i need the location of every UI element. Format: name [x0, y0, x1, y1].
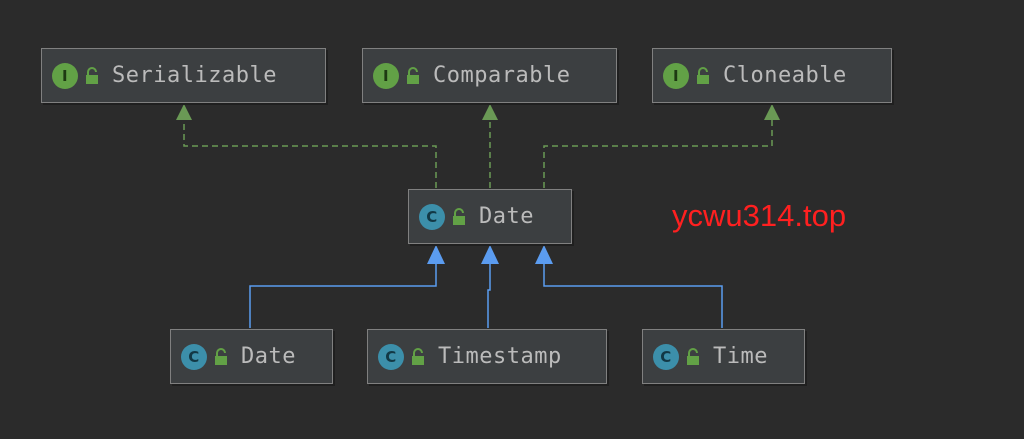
- unlock-icon: [410, 347, 426, 366]
- node-comparable[interactable]: I Comparable: [362, 48, 617, 103]
- node-label: Date: [479, 204, 534, 229]
- edge-timestamp-extends-date: [487, 262, 491, 328]
- unlock-icon: [405, 66, 421, 85]
- class-icon: C: [378, 343, 404, 370]
- edge-date-implements-serializable: [183, 118, 437, 188]
- interface-icon: I: [663, 62, 689, 89]
- arrowhead-cloneable: [764, 104, 780, 120]
- interface-icon: I: [373, 62, 399, 89]
- node-label: Time: [713, 344, 768, 369]
- unlock-icon: [451, 207, 467, 226]
- unlock-icon: [695, 66, 711, 85]
- node-date-child[interactable]: C Date: [170, 329, 333, 384]
- arrowhead-date-center: [481, 245, 499, 264]
- arrowhead-serializable: [176, 104, 192, 120]
- unlock-icon: [685, 347, 701, 366]
- node-label: Timestamp: [438, 344, 562, 369]
- node-label: Serializable: [112, 63, 277, 88]
- unlock-icon: [84, 66, 100, 85]
- node-cloneable[interactable]: I Cloneable: [652, 48, 892, 103]
- node-serializable[interactable]: I Serializable: [41, 48, 326, 103]
- arrowhead-comparable: [482, 104, 498, 120]
- class-icon: C: [181, 343, 207, 370]
- interface-icon: I: [52, 62, 78, 89]
- edge-time-extends-date: [543, 262, 723, 328]
- class-icon: C: [653, 343, 679, 370]
- arrowhead-date-left: [427, 245, 445, 264]
- edge-date-implements-cloneable: [543, 118, 773, 188]
- unlock-icon: [213, 347, 229, 366]
- class-icon: C: [419, 203, 445, 230]
- watermark-text: ycwu314.top: [672, 198, 847, 233]
- node-timestamp[interactable]: C Timestamp: [367, 329, 607, 384]
- node-time[interactable]: C Time: [642, 329, 805, 384]
- node-label: Date: [241, 344, 296, 369]
- node-date-parent[interactable]: C Date: [408, 189, 572, 244]
- node-label: Comparable: [433, 63, 571, 88]
- node-label: Cloneable: [723, 63, 847, 88]
- arrowhead-date-right: [535, 245, 553, 264]
- edge-date-child-extends-date: [249, 262, 437, 328]
